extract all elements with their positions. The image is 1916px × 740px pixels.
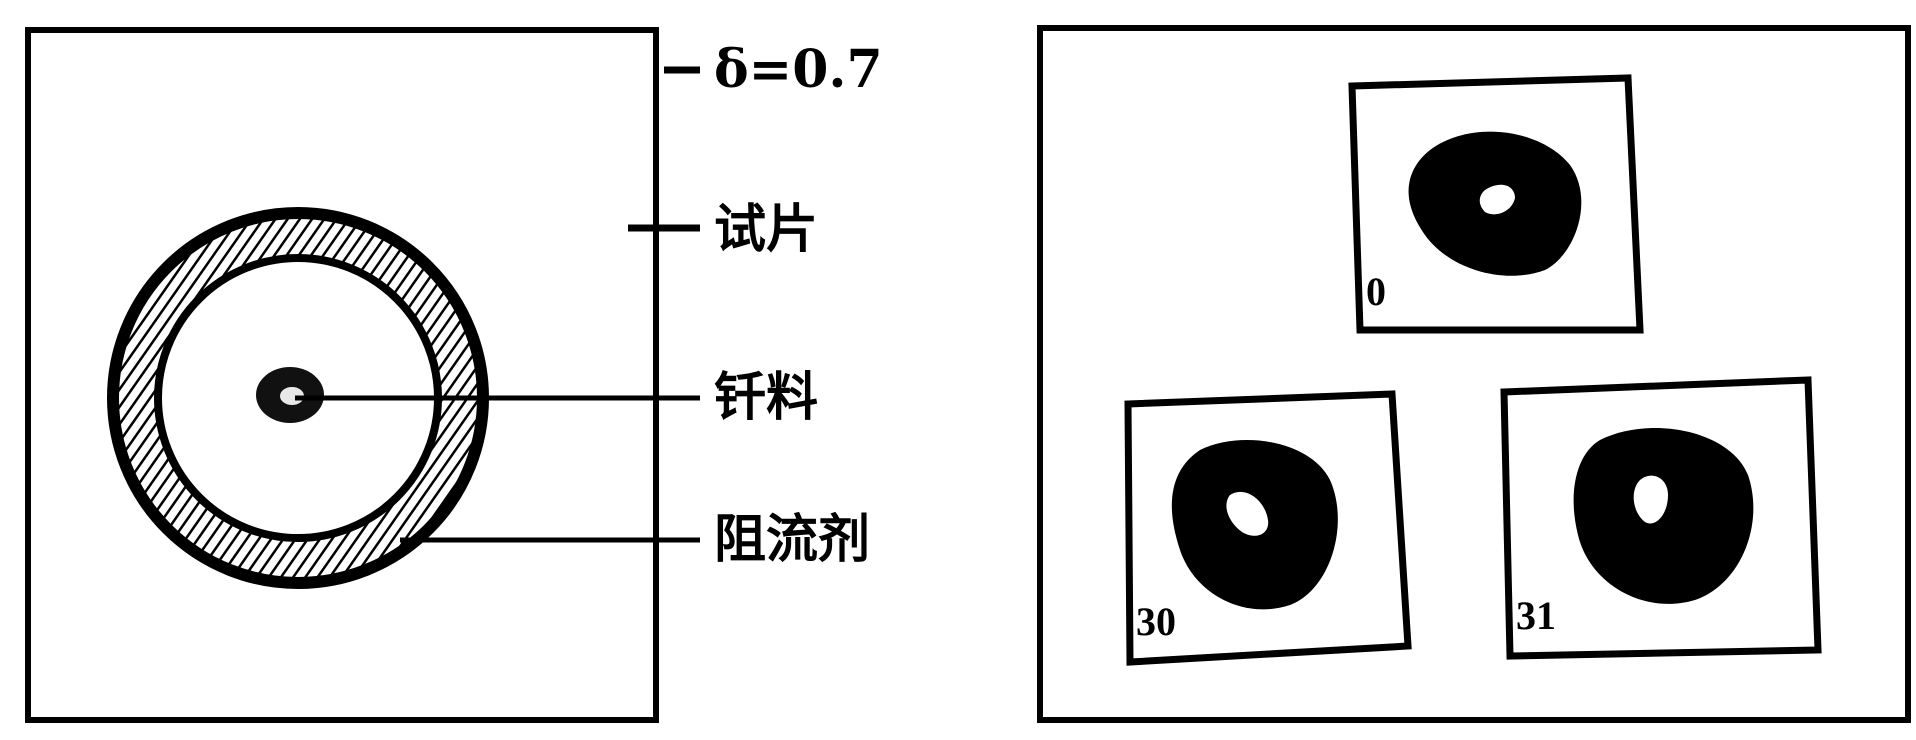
specimen-31-solder-spread xyxy=(1573,427,1754,604)
solder-label: 钎料 xyxy=(714,367,819,428)
specimen-30 xyxy=(1124,390,1412,666)
right-panel xyxy=(1037,25,1911,723)
specimen-31-number: 31 xyxy=(1516,593,1556,638)
specimen-0-number: 0 xyxy=(1366,269,1386,314)
thickness-label: δ=0.7 xyxy=(714,39,883,100)
specimen-30-number: 30 xyxy=(1136,599,1176,644)
specimen-0-center xyxy=(1479,184,1515,215)
specimen-plate-outline xyxy=(25,27,659,723)
specimen-31 xyxy=(1500,376,1822,660)
stop-off-label: 阻流剂 xyxy=(714,509,871,570)
specimen-30-center xyxy=(1226,491,1269,536)
specimen-label: 试片 xyxy=(714,199,819,260)
specimen-31-center xyxy=(1633,475,1668,524)
photo-frame xyxy=(1037,25,1911,723)
left-panel xyxy=(25,27,700,723)
specimen-0 xyxy=(1348,74,1644,334)
